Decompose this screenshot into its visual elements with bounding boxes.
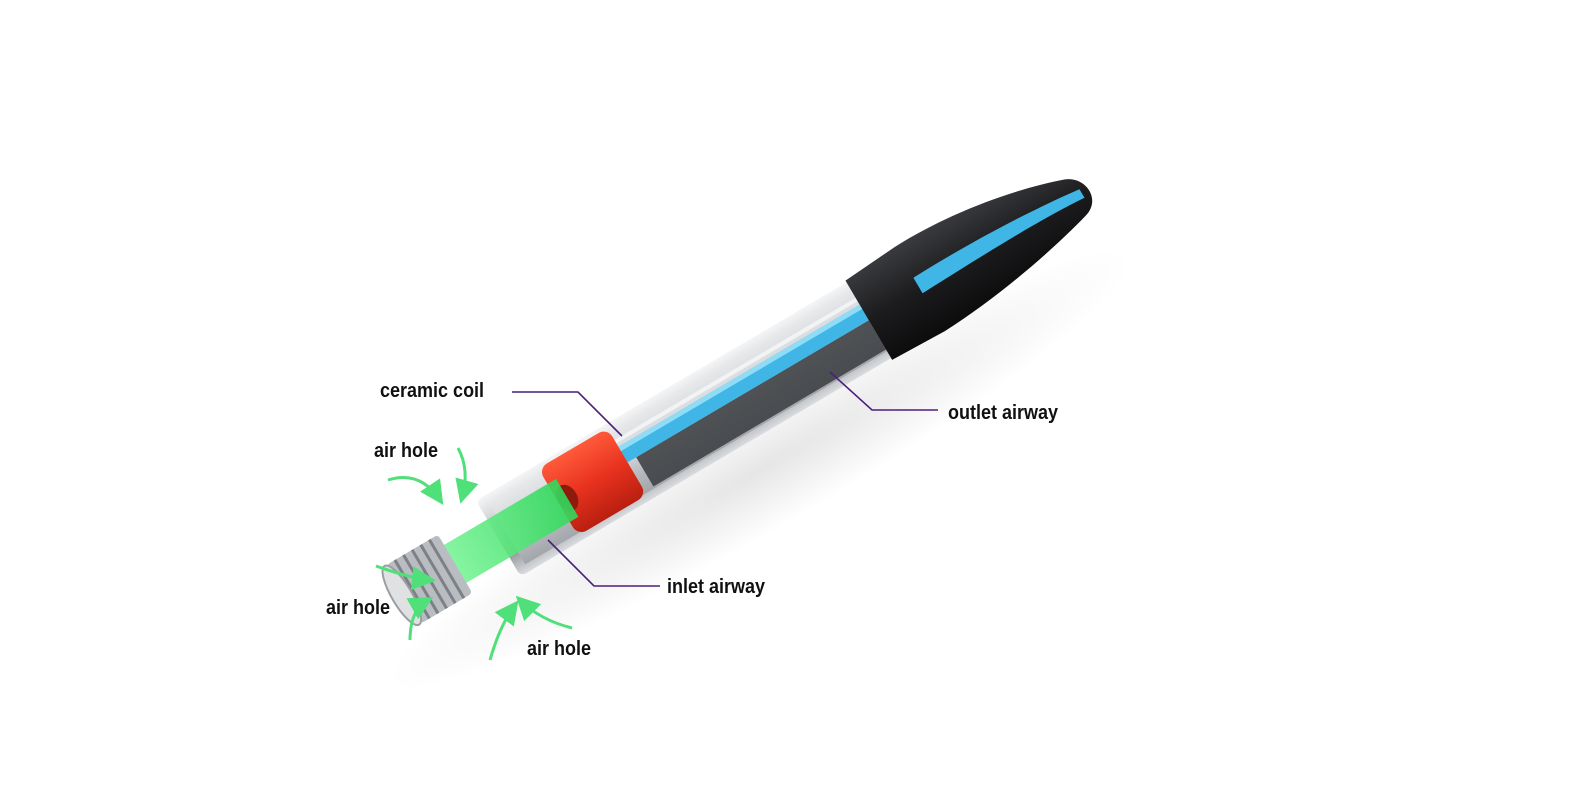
label-ceramic-coil: ceramic coil [380, 381, 484, 401]
label-air-hole-left: air hole [326, 598, 390, 618]
air-flow-arrow [388, 478, 440, 501]
label-air-hole-top: air hole [374, 441, 438, 461]
air-flow-arrow [458, 448, 465, 498]
label-inlet-airway: inlet airway [667, 577, 765, 597]
label-outlet-airway: outlet airway [948, 403, 1058, 423]
device-shadow [358, 203, 1163, 737]
label-air-hole-bottom: air hole [527, 639, 591, 659]
